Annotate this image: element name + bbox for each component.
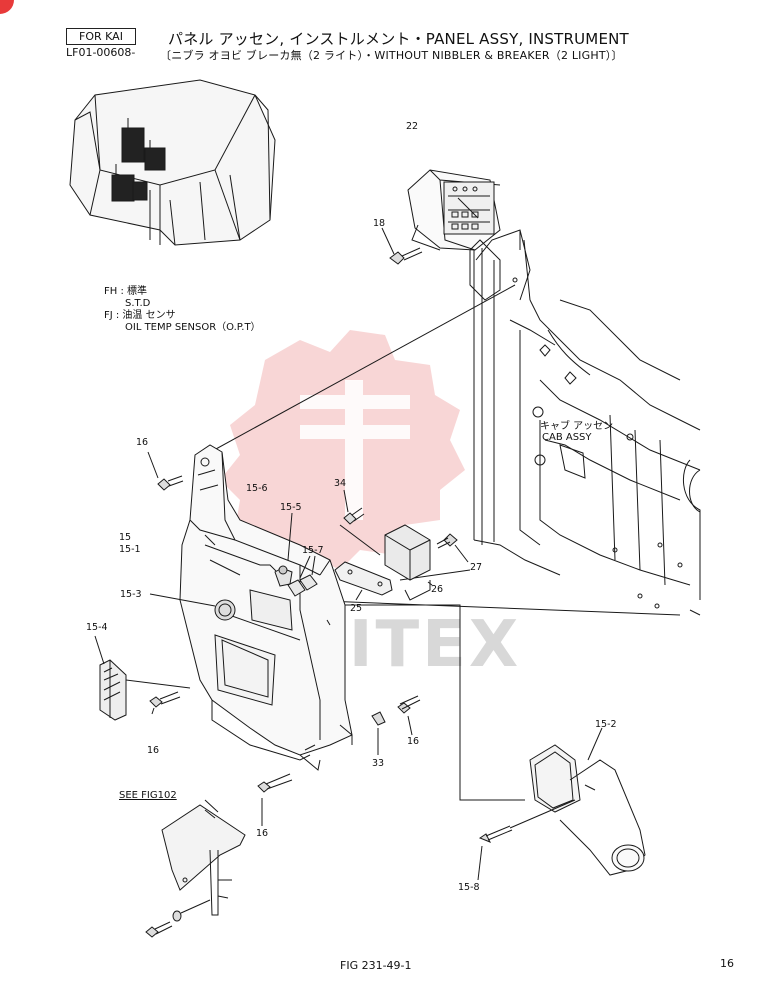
callout-15-6: 15-6 [246, 483, 268, 494]
light-15-3 [149, 593, 236, 621]
clip-33 [371, 711, 386, 755]
bolt-bottom [145, 899, 211, 938]
bracket-25 [334, 561, 393, 601]
bolt-18 [381, 227, 423, 265]
callout-15-3: 15-3 [120, 589, 142, 600]
legend-fh-en: S.T.D [125, 298, 151, 309]
machine-thumbnail [69, 79, 276, 246]
relay-26 [384, 524, 433, 601]
see-fig-reference: SEE FIG102 [119, 790, 177, 801]
cab-assy-label-jp: キャブ アッセン [540, 421, 614, 432]
callout-15-4: 15-4 [86, 622, 108, 633]
page-title: パネル アッセン, インストルメント・PANEL ASSY, INSTRUMEN… [168, 30, 629, 48]
bolt-34 [339, 489, 381, 556]
callout-15-1: 15-1 [119, 544, 141, 555]
instrument-panel [179, 444, 353, 771]
page-subtitle: 〔ニブラ オヨビ ブレーカ無（2 ライト）・WITHOUT NIBBLER & … [160, 49, 623, 62]
callout-25: 25 [350, 603, 363, 614]
callout-15-5: 15-5 [280, 502, 302, 513]
callout-15: 15 [119, 532, 132, 543]
cab-structure [469, 229, 701, 616]
callout-18: 18 [373, 218, 386, 229]
callout-26: 26 [431, 584, 444, 595]
callout-16: 16 [407, 736, 420, 747]
switch-assembly [274, 512, 318, 597]
callout-15-7: 15-7 [302, 545, 324, 556]
for-kai-label: FOR KAI [66, 28, 136, 45]
cab-assy-label-en: CAB ASSY [542, 432, 592, 443]
doc-code: LF01-00608- [66, 46, 136, 59]
callout-16: 16 [256, 828, 269, 839]
bolt-27 [436, 533, 469, 563]
page-number: 16 [720, 957, 734, 970]
legend-fj-en: OIL TEMP SENSOR（O.P.T） [125, 322, 261, 333]
callout-33: 33 [372, 758, 385, 769]
callout-15-8: 15-8 [458, 882, 480, 893]
bracket-fig102 [161, 799, 246, 916]
legend-fh-jp: FH : 標準 [104, 286, 147, 297]
legend-fj-jp: FJ : 油温 センサ [104, 310, 176, 321]
callout-34: 34 [334, 478, 347, 489]
bolts-16 [147, 451, 421, 826]
callout-16: 16 [147, 745, 160, 756]
callout-16: 16 [136, 437, 149, 448]
callout-15-2: 15-2 [595, 719, 617, 730]
callout-22: 22 [406, 121, 419, 132]
lamp-15-4 [94, 635, 191, 721]
figure-number: FIG 231-49-1 [340, 959, 412, 972]
screw-15-8 [477, 799, 576, 881]
monitor-unit [407, 169, 501, 251]
duct-15-2 [529, 727, 646, 876]
callout-27: 27 [470, 562, 483, 573]
